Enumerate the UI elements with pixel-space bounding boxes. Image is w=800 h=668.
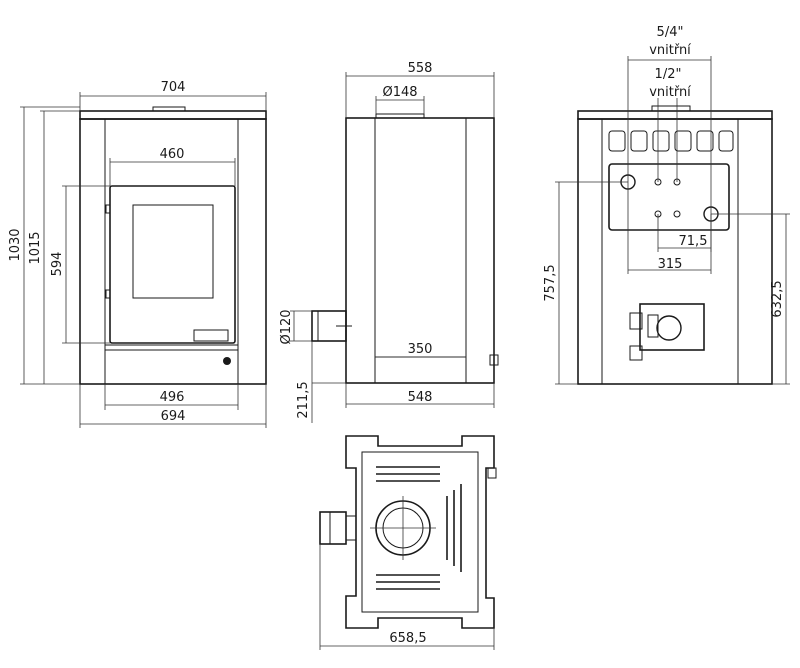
- top-body-outline: [345, 435, 495, 629]
- dim-front-width-top: 704: [161, 80, 186, 95]
- label-connection-top: 5/4": [657, 25, 684, 40]
- dim-flue-diameter: Ø148: [382, 85, 417, 100]
- dim-front-height-body: 1015: [28, 231, 43, 264]
- front-door: [109, 185, 236, 344]
- front-control-knob: [223, 357, 231, 365]
- front-top-plate: [79, 110, 267, 120]
- dim-height-lower: 632,5: [770, 280, 785, 317]
- dim-front-inner-width: 496: [160, 390, 185, 405]
- front-flue-collar: [152, 106, 186, 112]
- label-connection-small-note: vnitřní: [649, 85, 691, 100]
- back-air-inlet-box: [639, 303, 705, 351]
- dim-height-upper: 757,5: [543, 264, 558, 301]
- back-top-plate: [577, 110, 773, 120]
- top-flue-pipe: [319, 511, 347, 545]
- back-body: [577, 118, 773, 385]
- front-door-glass: [132, 204, 214, 299]
- top-view: 658,5: [319, 435, 497, 650]
- dim-pipe-height: 211,5: [296, 381, 311, 418]
- front-view: 704 460 1030 1015 594 496 694: [8, 80, 267, 428]
- dim-top-depth: 658,5: [389, 631, 426, 646]
- dim-front-base-width: 694: [161, 409, 186, 424]
- dim-front-height-total: 1030: [8, 228, 23, 261]
- side-view: 558 Ø148 Ø120 211,5 350 548: [279, 61, 499, 423]
- dim-door-width: 460: [160, 147, 185, 162]
- dim-door-height: 594: [50, 252, 65, 277]
- dim-spacing-wide: 315: [658, 257, 683, 272]
- dim-pipe-diameter: Ø120: [279, 309, 294, 344]
- side-body: [345, 117, 495, 384]
- front-body: [79, 118, 267, 385]
- dim-side-base-depth: 548: [408, 390, 433, 405]
- label-connection-small: 1/2": [655, 67, 682, 82]
- dim-side-depth-top: 558: [408, 61, 433, 76]
- back-connection-plate: [608, 163, 730, 231]
- dim-side-inner-depth: 350: [408, 342, 433, 357]
- dim-spacing-small: 71,5: [679, 234, 708, 249]
- label-connection-top-note: vnitřní: [649, 43, 691, 58]
- back-view: 5/4" vnitřní 1/2" vnitřní 71,5 315 757,5…: [543, 25, 790, 385]
